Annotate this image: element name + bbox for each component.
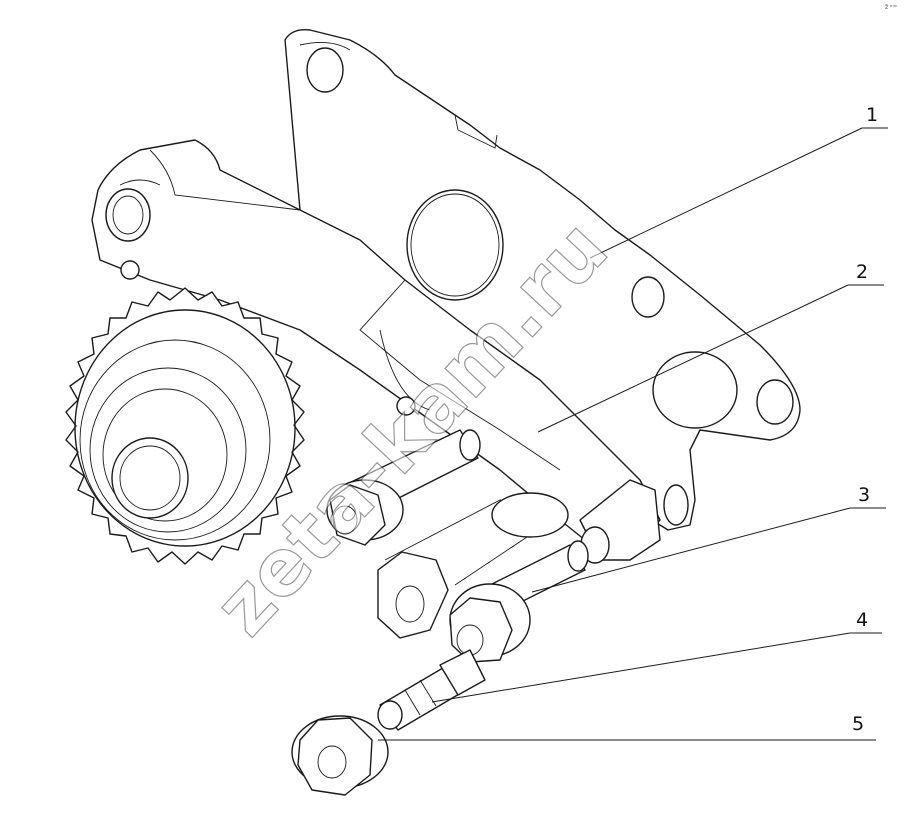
stud-pin [377, 649, 486, 731]
corner-mark: z̃ ᵐᵐ [885, 4, 898, 11]
gear-hub [111, 437, 189, 519]
callout-1: 1 [866, 104, 878, 126]
housing-bolt-left [326, 429, 481, 546]
plate-hole-bottom [663, 484, 689, 526]
callout-2: 2 [856, 261, 868, 283]
bolt-with-washer [449, 540, 589, 663]
leader-line-4 [431, 632, 851, 703]
plate-port-lower [652, 351, 738, 429]
mounting-plate [284, 29, 801, 531]
leader-line-1 [589, 127, 863, 259]
dowel-pin-right [396, 396, 416, 416]
dowel-pin-left [120, 260, 140, 280]
leader-lines [378, 127, 888, 741]
pump-housing [91, 139, 661, 564]
leader-line-2 [537, 284, 849, 433]
callout-4: 4 [856, 609, 868, 631]
plate-hole-top [306, 47, 344, 93]
callout-5: 5 [852, 713, 864, 735]
hex-nut-middle [377, 492, 569, 639]
plate-port-large [406, 189, 504, 301]
callout-3: 3 [858, 484, 870, 506]
drive-gear [65, 287, 305, 565]
plate-hole-mid [631, 276, 665, 318]
leader-line-3 [531, 507, 851, 593]
plate-hole-right [756, 379, 794, 425]
flange-bolt [291, 715, 389, 796]
